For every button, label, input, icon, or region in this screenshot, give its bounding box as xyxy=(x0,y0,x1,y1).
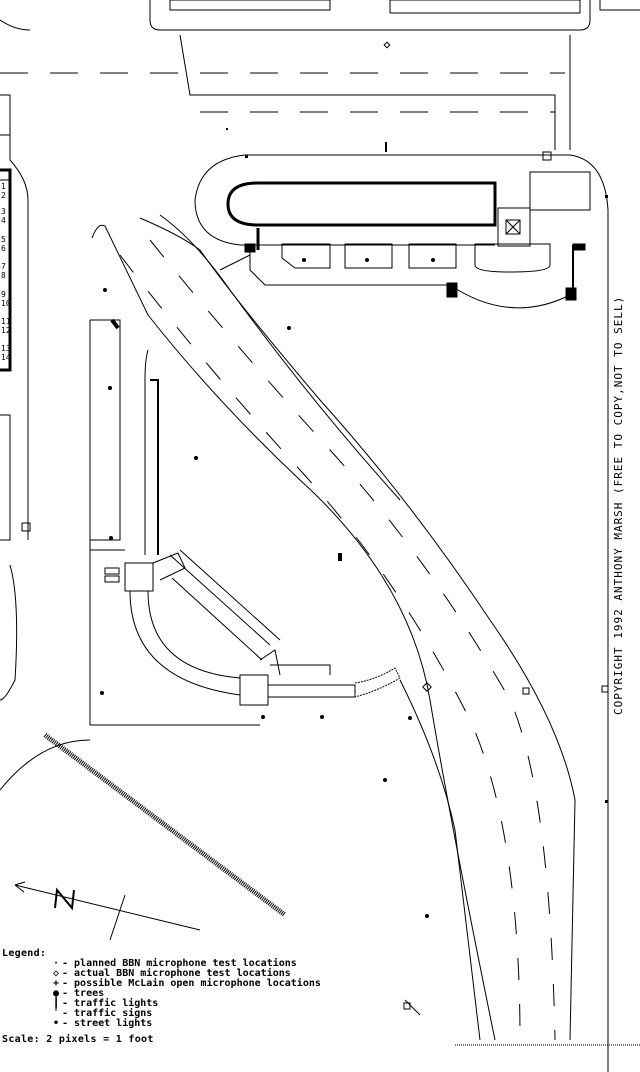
legend-item: ┃- traffic lights xyxy=(50,998,158,1009)
mclain-location-icon: + xyxy=(52,978,60,989)
legend-label: - traffic lights xyxy=(62,998,159,1009)
tree-markers xyxy=(100,258,435,918)
building-number: 7 xyxy=(1,262,6,271)
curb-line xyxy=(0,739,91,791)
legend-label: - street lights xyxy=(62,1018,153,1029)
copyright-text: COPYRIGHT 1992 ANTHONY MARSH (FREE TO CO… xyxy=(612,295,625,715)
building-number: 9 xyxy=(1,290,6,299)
legend-item: +- possible McLain open microphone locat… xyxy=(50,978,321,989)
left-building xyxy=(0,159,31,541)
legend-item: •- street lights xyxy=(50,1018,152,1029)
street-dash-lines xyxy=(0,72,565,136)
scale-text: Scale: 2 pixels = 1 foot xyxy=(2,1034,154,1045)
tree-icon: ● xyxy=(52,988,60,999)
traffic-light-icon: ┃ xyxy=(52,998,60,1009)
legend-label: - traffic signs xyxy=(62,1008,153,1019)
elm-street xyxy=(91,214,576,1041)
building-number: 1 xyxy=(1,182,6,191)
building-number: 10 xyxy=(1,299,11,308)
lane-dashes xyxy=(119,239,556,1041)
building-number: 6 xyxy=(1,244,6,253)
legend-item: ●- trees xyxy=(50,988,104,999)
top-blocks xyxy=(0,0,640,181)
book-depository-area xyxy=(194,151,609,1072)
building-number: 11 xyxy=(1,317,11,326)
test-location-diamonds xyxy=(383,41,609,1010)
legend-label: - possible McLain open microphone locati… xyxy=(62,978,321,989)
building-number: 13 xyxy=(1,344,11,353)
railway xyxy=(43,733,287,917)
building-number: 3 xyxy=(1,207,6,216)
pergola xyxy=(89,318,401,726)
legend-label: - planned BBN microphone test locations xyxy=(62,958,297,969)
legend-label: - actual BBN microphone test locations xyxy=(62,968,291,979)
building-number: 8 xyxy=(1,271,6,280)
building-number: 12 xyxy=(1,326,11,335)
actual-location-icon: ◇ xyxy=(52,968,60,979)
planned-location-icon: · xyxy=(52,958,60,969)
north-arrow xyxy=(14,881,201,941)
legend-item: ◇- actual BBN microphone test locations xyxy=(50,968,291,979)
legend-item: ˈ- traffic signs xyxy=(50,1008,152,1019)
building-number: 5 xyxy=(1,235,6,244)
left-curve xyxy=(0,564,18,701)
building-number: 2 xyxy=(1,191,6,200)
traffic-sign-icon: ˈ xyxy=(52,1008,60,1019)
street-light-icon: • xyxy=(52,1018,60,1029)
building-number: 4 xyxy=(1,216,6,225)
light-markers xyxy=(226,128,608,803)
legend-title: Legend: xyxy=(2,948,47,959)
building-number: 14 xyxy=(1,353,11,362)
legend-label: - trees xyxy=(62,988,105,999)
legend-item: ·- planned BBN microphone test locations xyxy=(50,958,297,969)
